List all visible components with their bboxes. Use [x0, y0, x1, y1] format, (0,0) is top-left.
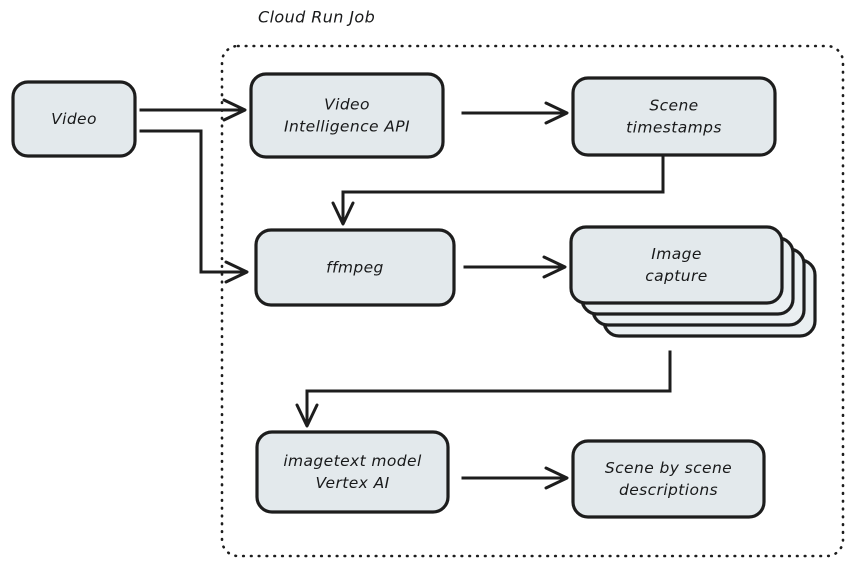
node-ffmpeg-shape[interactable]: [254, 228, 456, 307]
edge-image-capture-to-imagetext-model-line: [305, 350, 672, 426]
cloud-run-job-group: [220, 44, 845, 558]
node-video-shape[interactable]: [11, 80, 137, 158]
edge-video-to-ffmpeg-arrowhead-icon: [224, 260, 249, 284]
node-video-line-0: Video: [51, 110, 97, 128]
node-image-capture-label: Image capture: [645, 245, 707, 285]
edge-imagetext-model-to-scene-descriptions-arrowhead-icon: [544, 466, 569, 490]
node-scene-timestamps-shape[interactable]: [571, 76, 777, 157]
node-video-intelligence-api-line-1: Intelligence API: [284, 117, 410, 135]
node-imagetext-model-vertex-ai-line-0: imagetext model: [283, 452, 422, 470]
node-imagetext-model-vertex-ai-line-1: Vertex AI: [315, 474, 389, 492]
node-image-capture-shape[interactable]: [569, 225, 784, 305]
node-image-capture[interactable]: Image capture: [569, 225, 817, 338]
node-video-label: Video: [51, 110, 97, 128]
edge-scene-timestamps-to-ffmpeg-line: [341, 155, 665, 224]
edge-video-intelligence-api-to-scene-timestamps: [461, 101, 569, 125]
node-ffmpeg-line-0: ffmpeg: [326, 258, 384, 276]
node-scene-timestamps[interactable]: Scene timestamps: [571, 76, 777, 157]
cloud-run-job-boundary: [220, 44, 845, 558]
node-video-intelligence-api-line-0: Video: [324, 95, 370, 113]
edge-layer: [139, 98, 672, 490]
node-ffmpeg-label: ffmpeg: [326, 258, 384, 276]
node-scene-timestamps-line-0: Scene: [649, 96, 698, 114]
node-scene-by-scene-descriptions-line-0: Scene by scene: [605, 459, 732, 477]
edge-video-to-video-intelligence-api-arrowhead-icon: [222, 98, 247, 122]
edge-video-intelligence-api-to-scene-timestamps-arrowhead-icon: [544, 101, 569, 125]
edge-imagetext-model-to-scene-descriptions: [461, 466, 569, 490]
node-image-capture-line-0: Image: [651, 245, 702, 263]
node-scene-timestamps-line-1: timestamps: [626, 118, 722, 136]
node-video-intelligence-api-shape[interactable]: [249, 72, 445, 159]
node-image-capture-line-1: capture: [645, 267, 707, 285]
edge-video-to-ffmpeg-line: [139, 129, 247, 274]
edge-scene-timestamps-to-ffmpeg-arrowhead-icon: [331, 201, 355, 226]
edge-video-to-ffmpeg: [139, 129, 249, 284]
edge-video-to-video-intelligence-api: [139, 98, 247, 122]
node-ffmpeg[interactable]: ffmpeg: [254, 228, 456, 307]
group-label-layer: Cloud Run Job: [258, 8, 375, 27]
edge-image-capture-to-imagetext-model: [295, 350, 672, 428]
node-scene-timestamps-label: Scene timestamps: [626, 96, 722, 136]
node-scene-by-scene-descriptions[interactable]: Scene by scene descriptions: [571, 439, 766, 519]
edge-ffmpeg-to-image-capture: [463, 255, 567, 279]
node-scene-by-scene-descriptions-shape[interactable]: [571, 439, 766, 519]
edge-image-capture-to-imagetext-model-arrowhead-icon: [295, 403, 319, 428]
node-scene-by-scene-descriptions-line-1: descriptions: [619, 481, 718, 499]
edge-ffmpeg-to-image-capture-arrowhead-icon: [542, 255, 567, 279]
node-imagetext-model-vertex-ai-shape[interactable]: [255, 430, 450, 514]
node-scene-by-scene-descriptions-label: Scene by scene descriptions: [605, 459, 732, 499]
node-video[interactable]: Video: [11, 80, 137, 158]
cloud-run-job-label: Cloud Run Job: [258, 8, 375, 27]
edge-scene-timestamps-to-ffmpeg: [331, 155, 665, 226]
